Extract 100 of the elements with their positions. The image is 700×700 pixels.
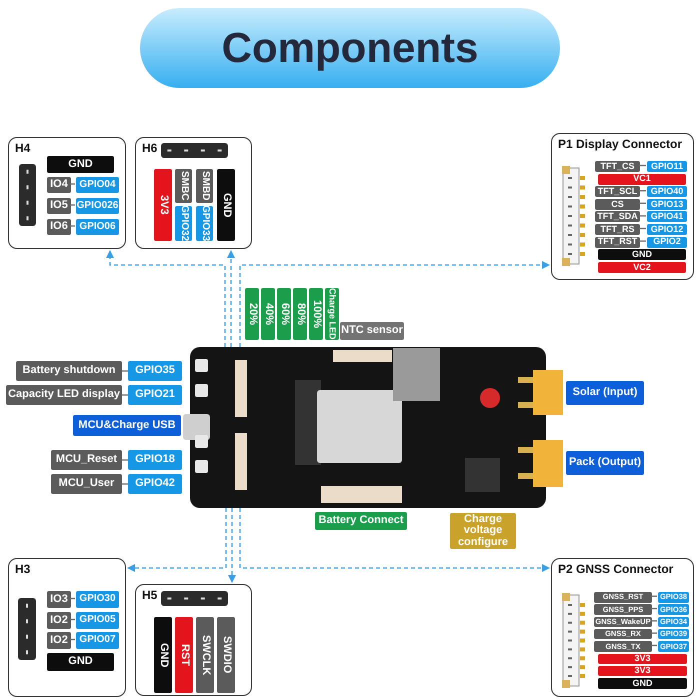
pin-label: GPIO35 — [128, 361, 182, 381]
pin-label: GPIO06 — [76, 219, 119, 235]
link-line — [639, 228, 646, 230]
pin-label: GPIO026 — [76, 198, 119, 214]
pin-label: GPIO11 — [647, 161, 687, 172]
pin-label: 40% — [261, 288, 275, 340]
pin-label: GPIO32 — [175, 206, 192, 241]
pin-label: GPIO18 — [128, 450, 182, 470]
pin-label: SMBC — [175, 169, 192, 203]
pin-label: GND — [47, 156, 114, 173]
pin-label: GND — [598, 678, 687, 689]
panel-title: H6 — [142, 142, 158, 155]
pin-label: GND — [217, 169, 235, 241]
pin-label: 3V3 — [598, 666, 687, 676]
pin-label: 80% — [293, 288, 307, 340]
pin-label: GND — [598, 249, 686, 260]
pin-label: GPIO07 — [76, 632, 119, 649]
pin-label: GPIO04 — [76, 177, 119, 193]
pin-label: NTC sensor — [340, 322, 404, 340]
pin-label: RST — [175, 617, 193, 693]
panel-title: H3 — [15, 563, 30, 576]
title-banner: Components — [140, 8, 560, 88]
link-line — [122, 483, 128, 485]
pin-label: TFT_RST — [595, 236, 640, 248]
pin-label: Pack (Output) — [566, 451, 644, 475]
dashed-arrow — [228, 508, 236, 583]
header-panel — [8, 558, 126, 697]
pin-label: 100% — [309, 288, 323, 340]
header-panel — [135, 584, 252, 696]
pin-label: Charge LED — [325, 288, 339, 340]
pin-label: Charge voltage configure — [450, 513, 516, 549]
pin-label: 3V3 — [154, 169, 172, 241]
pin-label: VC1 — [598, 174, 686, 185]
pin-label: Battery shutdown — [16, 361, 122, 381]
pin-label: Solar (Input) — [566, 381, 644, 405]
pin-label: GPIO12 — [647, 224, 687, 235]
pin-label: 60% — [277, 288, 291, 340]
pin-label: SWCLK — [196, 617, 214, 693]
link-line — [70, 225, 75, 227]
pin-label: SWDIO — [217, 617, 235, 693]
link-line — [70, 204, 75, 206]
dashed-arrow — [227, 250, 235, 347]
link-line — [70, 618, 75, 620]
link-line — [70, 183, 75, 185]
pin-label: GPIO05 — [76, 612, 119, 629]
header-panel — [8, 137, 126, 249]
pin-label: GPIO41 — [647, 211, 687, 222]
pin-label: TFT_SDA — [595, 211, 640, 222]
link-line — [651, 632, 657, 634]
link-line — [639, 215, 646, 217]
pin-label: Battery Connect — [315, 512, 407, 530]
pin-label: GPIO42 — [128, 474, 182, 494]
pin-label: CS — [595, 198, 640, 210]
link-line — [639, 202, 646, 204]
pin-label: SMBD — [196, 169, 213, 203]
pin-label: GPIO21 — [128, 385, 182, 405]
dashed-arrow — [106, 250, 226, 347]
link-line — [70, 598, 75, 600]
link-line — [651, 596, 657, 597]
pin-label: TFT_CS — [595, 161, 640, 172]
header-panel — [135, 137, 252, 249]
pin-label: MCU_User — [51, 474, 122, 494]
pin-label: 20% — [245, 288, 259, 340]
pin-label: GND — [47, 653, 114, 671]
pin-label: IO5 — [47, 198, 71, 214]
link-line — [639, 240, 646, 242]
pin-label: GPIO40 — [647, 186, 687, 198]
link-line — [651, 620, 657, 622]
pin-label: 3V3 — [598, 654, 687, 664]
link-line — [122, 459, 128, 461]
pin-label: GPIO2 — [647, 236, 687, 248]
link-line — [651, 644, 657, 646]
pin-label: IO2 — [47, 612, 71, 629]
link-line — [122, 394, 128, 396]
link-line — [122, 370, 128, 372]
pin-label: MCU&Charge USB — [73, 415, 181, 436]
header-panel — [551, 558, 694, 697]
dashed-arrow — [127, 508, 227, 572]
dashed-arrow — [239, 261, 550, 347]
panel-title: P1 Display Connector — [558, 138, 682, 151]
pin-label: MCU_Reset — [51, 450, 122, 470]
pin-label: IO3 — [47, 591, 71, 608]
pin-label: IO4 — [47, 177, 71, 193]
header-panel — [551, 133, 694, 280]
link-line — [639, 190, 646, 192]
pin-label: TFT_RS — [595, 224, 640, 235]
dashed-arrow — [239, 508, 550, 572]
pin-label: GPIO13 — [647, 198, 687, 210]
pin-label: GND — [154, 617, 172, 693]
link-line — [70, 638, 75, 640]
link-line — [651, 608, 657, 610]
pin-label: GPIO30 — [76, 591, 119, 608]
link-line — [639, 164, 646, 166]
panel-title: H5 — [142, 589, 158, 602]
panel-title: P2 GNSS Connector — [558, 563, 674, 576]
pin-label: TFT_SCL — [595, 186, 640, 198]
panel-title: H4 — [15, 142, 30, 155]
circuit-board-drawing — [183, 347, 565, 508]
pin-label: IO6 — [47, 219, 71, 235]
pin-label: IO2 — [47, 632, 71, 649]
